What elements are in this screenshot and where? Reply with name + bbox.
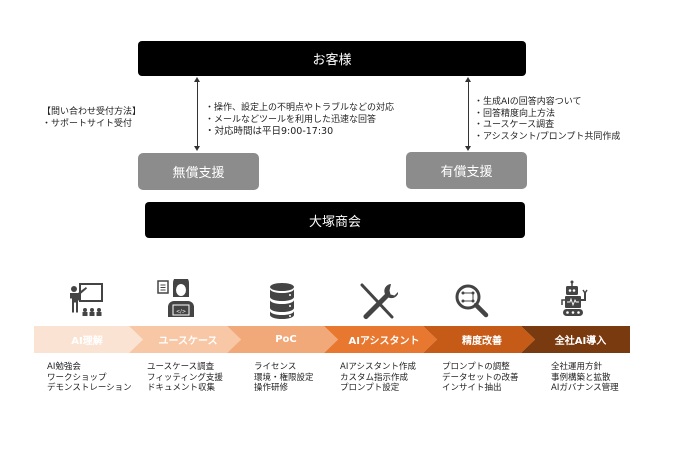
step-ai-understanding: AI理解 bbox=[34, 326, 140, 353]
free-support-note: ・メールなどツールを利用した迅速な回答 bbox=[205, 114, 377, 125]
desc-item: ユースケース調査 bbox=[147, 362, 215, 372]
step-description-poc: ライセンス 環境・権限設定 操作研修 bbox=[254, 362, 314, 394]
step-description-company-wide-ai: 全社運用方針 事例構築と拡散 AIガバナンス管理 bbox=[551, 362, 619, 394]
customer-label: お客様 bbox=[312, 53, 352, 68]
step-description-ai-assistant: AIアシスタント作成 カスタム指示作成 プロンプト設定 bbox=[340, 362, 416, 394]
step-poc: PoC bbox=[237, 326, 335, 353]
step-use-case: ユースケース bbox=[138, 326, 238, 353]
search-analysis-icon bbox=[455, 284, 489, 318]
desc-item: 全社運用方針 bbox=[551, 362, 603, 372]
desc-item: データセットの改善 bbox=[442, 372, 519, 383]
desc-item: ライセンス bbox=[254, 362, 297, 372]
paid-support-box: 有償支援 bbox=[406, 152, 527, 189]
otsuka-shokai-box: 大塚商会 bbox=[145, 202, 525, 238]
step-description-accuracy-improvement: プロンプトの調整 データセットの改善 インサイト抽出 bbox=[442, 362, 519, 394]
step-label: PoC bbox=[275, 334, 297, 345]
otsuka-shokai-label: 大塚商会 bbox=[308, 214, 361, 230]
desc-item: カスタム指示作成 bbox=[340, 372, 409, 383]
teacher-presentation-icon bbox=[70, 283, 103, 316]
paid-support-note: ・ユースケース調査 bbox=[474, 120, 555, 130]
svg-text:</>: </> bbox=[176, 309, 186, 315]
free-support-note: ・操作、設定上の不明点やトラブルなどの対応 bbox=[205, 103, 395, 113]
step-label: ユースケース bbox=[158, 336, 218, 347]
desc-item: プロンプトの調整 bbox=[442, 362, 510, 372]
inquiry-method-note: 【問い合わせ受付方法】 ・サポートサイト受付 bbox=[42, 107, 141, 130]
desc-item: AIガバナンス管理 bbox=[551, 383, 619, 393]
step-ai-assistant: AIアシスタント bbox=[334, 326, 434, 353]
inquiry-item: ・サポートサイト受付 bbox=[42, 118, 133, 129]
developer-clipboard-icon: </> bbox=[157, 279, 194, 317]
paid-support-note: ・回答精度向上方法 bbox=[474, 108, 556, 119]
free-support-label: 無償支援 bbox=[172, 166, 225, 181]
free-support-note: ・対応時間は平日9:00-17:30 bbox=[205, 126, 334, 137]
paid-support-note: ・生成AIの回答内容ついて bbox=[474, 97, 582, 107]
desc-item: ドキュメント収集 bbox=[147, 383, 216, 393]
step-company-wide-ai: 全社AI導入 bbox=[531, 326, 630, 353]
step-label: 全社AI導入 bbox=[554, 336, 607, 347]
tools-icon bbox=[360, 283, 398, 319]
paid-support-label: 有償支援 bbox=[440, 165, 493, 180]
desc-item: インサイト抽出 bbox=[442, 383, 502, 393]
step-label: 精度改善 bbox=[462, 336, 502, 347]
step-description-ai-understanding: AI勉強会 ワークショップ デモンストレーション bbox=[47, 362, 132, 394]
desc-item: 環境・権限設定 bbox=[254, 372, 314, 383]
chevron-shapes bbox=[34, 326, 630, 353]
step-label: AIアシスタント bbox=[348, 336, 420, 347]
desc-item: 操作研修 bbox=[254, 383, 289, 393]
paid-support-note: ・アシスタント/プロンプト共同作成 bbox=[474, 131, 621, 142]
paid-support-notes: ・生成AIの回答内容ついて ・回答精度向上方法 ・ユースケース調査 ・アシスタン… bbox=[474, 97, 620, 143]
free-support-notes: ・操作、設定上の不明点やトラブルなどの対応 ・メールなどツールを利用した迅速な回… bbox=[205, 103, 394, 138]
customer-box: お客様 bbox=[138, 41, 526, 76]
desc-item: プロンプト設定 bbox=[340, 383, 400, 393]
desc-item: AI勉強会 bbox=[47, 362, 81, 372]
step-label: AI理解 bbox=[71, 336, 103, 347]
robot-icon bbox=[561, 280, 588, 316]
desc-item: デモンストレーション bbox=[47, 383, 132, 393]
desc-item: ワークショップ bbox=[47, 372, 107, 383]
step-accuracy-improvement: 精度改善 bbox=[432, 326, 532, 353]
database-icon bbox=[270, 283, 294, 319]
desc-item: AIアシスタント作成 bbox=[340, 362, 416, 372]
process-chevron-band: AI理解 ユースケース PoC AIアシスタント 精度改善 全社AI導入 bbox=[34, 326, 630, 353]
step-description-use-case: ユースケース調査 フィッティング支援 ドキュメント収集 bbox=[147, 362, 223, 394]
inquiry-title: 【問い合わせ受付方法】 bbox=[42, 107, 142, 117]
free-support-box: 無償支援 bbox=[138, 153, 259, 190]
desc-item: フィッティング支援 bbox=[147, 372, 223, 383]
desc-item: 事例構築と拡散 bbox=[551, 372, 611, 383]
